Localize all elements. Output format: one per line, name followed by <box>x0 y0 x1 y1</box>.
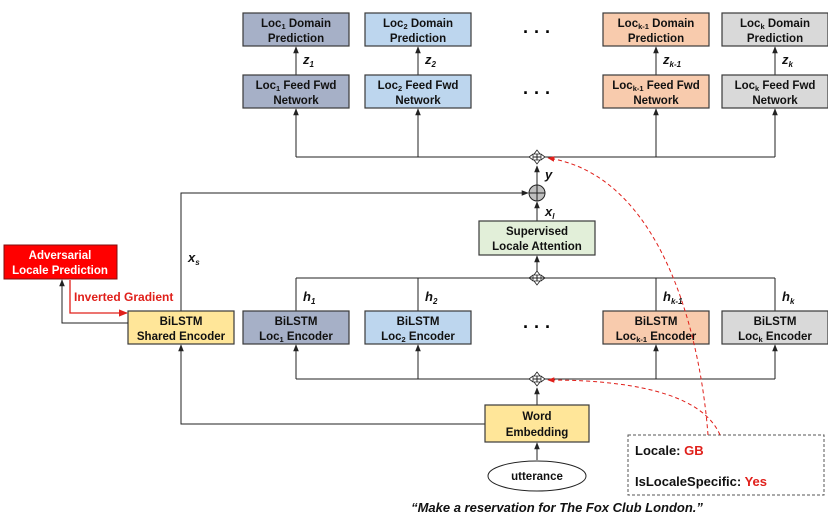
supervised-locale-attention-box: Supervised Locale Attention <box>478 220 596 256</box>
svg-text:Network: Network <box>273 95 319 107</box>
svg-text:hk-1: hk-1 <box>663 289 683 306</box>
svg-text:Prediction: Prediction <box>390 33 446 45</box>
locale-info-box: Locale: GB IsLocaleSpecific: Yes <box>627 434 825 496</box>
svg-text:z1: z1 <box>302 52 315 69</box>
svg-text:z2: z2 <box>424 52 437 69</box>
svg-text:Network: Network <box>395 95 441 107</box>
svg-text:zk: zk <box>781 52 794 69</box>
ffn-box-k: Lock Feed Fwd Network <box>721 74 828 109</box>
z-labels: z1 z2 zk-1 zk <box>302 52 794 69</box>
locale-value: GB <box>684 443 704 458</box>
bottom-distributor-icon <box>528 371 546 387</box>
xs-connection <box>180 190 529 311</box>
sum-node <box>528 184 546 202</box>
utterance-node: utterance <box>487 460 587 492</box>
svg-text:Shared Encoder: Shared Encoder <box>137 331 226 343</box>
ffn-to-domain-arrows <box>293 46 778 75</box>
svg-text:Lock Feed Fwd: Lock Feed Fwd <box>735 80 816 93</box>
svg-text:utterance: utterance <box>511 471 563 483</box>
embedding-to-shared-arrow <box>178 344 485 425</box>
ffn-row: Loc1 Feed Fwd Network Loc2 Feed Fwd Netw… <box>242 74 828 109</box>
adversarial-locale-prediction-box: Adversarial Locale Prediction <box>3 244 118 280</box>
example-caption: “Make a reservation for The Fox Club Lon… <box>411 500 703 515</box>
y-label: y <box>544 167 553 182</box>
svg-text:Loc1 Encoder: Loc1 Encoder <box>259 331 333 344</box>
svg-text:Network: Network <box>752 95 798 107</box>
locale-to-bottom-distributor-curve <box>547 377 721 436</box>
svg-text:Lock Encoder: Lock Encoder <box>738 331 812 344</box>
svg-text:Lock-1 Encoder: Lock-1 Encoder <box>616 331 697 344</box>
encoder-output-bus <box>295 277 776 311</box>
ellipsis-top: · · · <box>523 22 551 42</box>
domain-box-1: Loc1 Domain Prediction <box>242 12 350 47</box>
domain-box-2: Loc2 Domain Prediction <box>364 12 472 47</box>
ffn-box-k-1: Lock-1 Feed Fwd Network <box>602 74 710 109</box>
svg-text:Prediction: Prediction <box>747 33 803 45</box>
svg-text:h1: h1 <box>303 289 316 306</box>
locale-to-top-distributor-curve <box>547 156 709 436</box>
inverted-gradient-label: Inverted Gradient <box>74 290 173 304</box>
svg-text:Lock-1 Domain: Lock-1 Domain <box>618 18 695 31</box>
shared-encoder-box: BiLSTM Shared Encoder <box>127 310 235 345</box>
encoder-box-1: BiLSTM Loc1 Encoder <box>242 310 350 345</box>
encoder-box-2: BiLSTM Loc2 Encoder <box>364 310 472 345</box>
is-locale-specific-label: IsLocaleSpecific: <box>635 474 745 489</box>
domain-box-k: Lock Domain Prediction <box>721 12 828 47</box>
svg-text:BiLSTM: BiLSTM <box>275 316 318 328</box>
svg-text:Adversarial: Adversarial <box>29 250 92 262</box>
xl-label: xl <box>544 204 555 221</box>
svg-text:Locale Prediction: Locale Prediction <box>12 265 108 277</box>
xs-label: xs <box>187 250 200 267</box>
svg-text:BiLSTM: BiLSTM <box>635 316 678 328</box>
word-embedding-box: Word Embedding <box>484 404 590 443</box>
svg-text:Prediction: Prediction <box>268 33 324 45</box>
svg-text:BiLSTM: BiLSTM <box>397 316 440 328</box>
svg-text:Supervised: Supervised <box>506 226 568 238</box>
svg-text:Loc1 Feed Fwd: Loc1 Feed Fwd <box>256 80 337 93</box>
svg-text:Locale Attention: Locale Attention <box>492 241 582 253</box>
ellipsis-middle-top: · · · <box>523 83 551 103</box>
svg-text:Lock Domain: Lock Domain <box>740 18 810 31</box>
h-labels: h1 h2 hk-1 hk <box>303 289 795 306</box>
svg-text:zk-1: zk-1 <box>662 52 682 69</box>
is-locale-specific-value: Yes <box>745 474 767 489</box>
svg-text:Loc2 Domain: Loc2 Domain <box>383 18 453 31</box>
svg-text:hk: hk <box>782 289 795 306</box>
domain-prediction-row: Loc1 Domain Prediction Loc2 Domain Predi… <box>242 12 828 47</box>
svg-text:Loc1 Domain: Loc1 Domain <box>261 18 331 31</box>
domain-box-k-1: Lock-1 Domain Prediction <box>602 12 710 47</box>
svg-text:Loc2 Feed Fwd: Loc2 Feed Fwd <box>378 80 459 93</box>
encoder-box-k: BiLSTM Lock Encoder <box>721 310 828 345</box>
ffn-box-1: Loc1 Feed Fwd Network <box>242 74 350 109</box>
svg-text:BiLSTM: BiLSTM <box>754 316 797 328</box>
svg-text:BiLSTM: BiLSTM <box>160 316 203 328</box>
ellipsis-bottom: · · · <box>523 317 551 337</box>
svg-text:Loc2 Encoder: Loc2 Encoder <box>381 331 455 344</box>
svg-text:Network: Network <box>633 95 679 107</box>
inverted-gradient-arrow <box>69 280 128 317</box>
svg-text:Lock-1 Feed Fwd: Lock-1 Feed Fwd <box>612 80 700 93</box>
svg-text:Embedding: Embedding <box>506 427 569 439</box>
svg-text:Prediction: Prediction <box>628 33 684 45</box>
top-distributor-icon <box>528 149 546 165</box>
encoder-row: BiLSTM Loc1 Encoder BiLSTM Loc2 Encoder … <box>242 310 828 345</box>
svg-text:IsLocaleSpecific: Yes: IsLocaleSpecific: Yes <box>635 474 767 489</box>
encoder-box-k-1: BiLSTM Lock-1 Encoder <box>602 310 710 345</box>
ffn-input-bus <box>293 108 778 158</box>
ffn-box-2: Loc2 Feed Fwd Network <box>364 74 472 109</box>
locale-label: Locale: <box>635 443 684 458</box>
svg-text:h2: h2 <box>425 289 438 306</box>
svg-text:Word: Word <box>522 411 551 423</box>
shared-to-adversarial-arrow <box>59 279 128 324</box>
svg-text:Locale: GB: Locale: GB <box>635 443 704 458</box>
